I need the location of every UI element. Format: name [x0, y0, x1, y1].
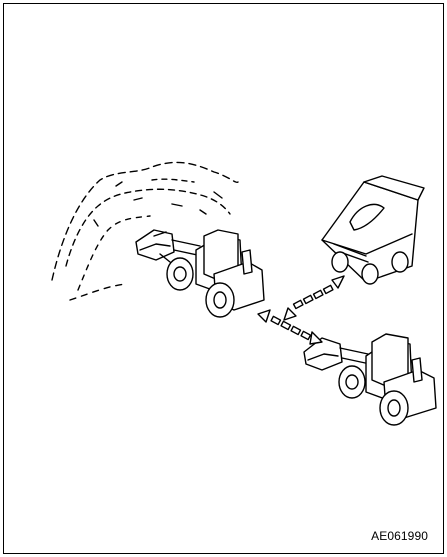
arrow-left-loader-to-dump-truck [284, 276, 344, 320]
illustration [4, 4, 444, 554]
figure-frame: AE061990 [3, 3, 444, 554]
wheel-loader-right [304, 334, 436, 425]
dump-truck [322, 176, 424, 284]
figure-code-label: AE061990 [371, 529, 428, 543]
wheel-loader-left [136, 230, 264, 317]
